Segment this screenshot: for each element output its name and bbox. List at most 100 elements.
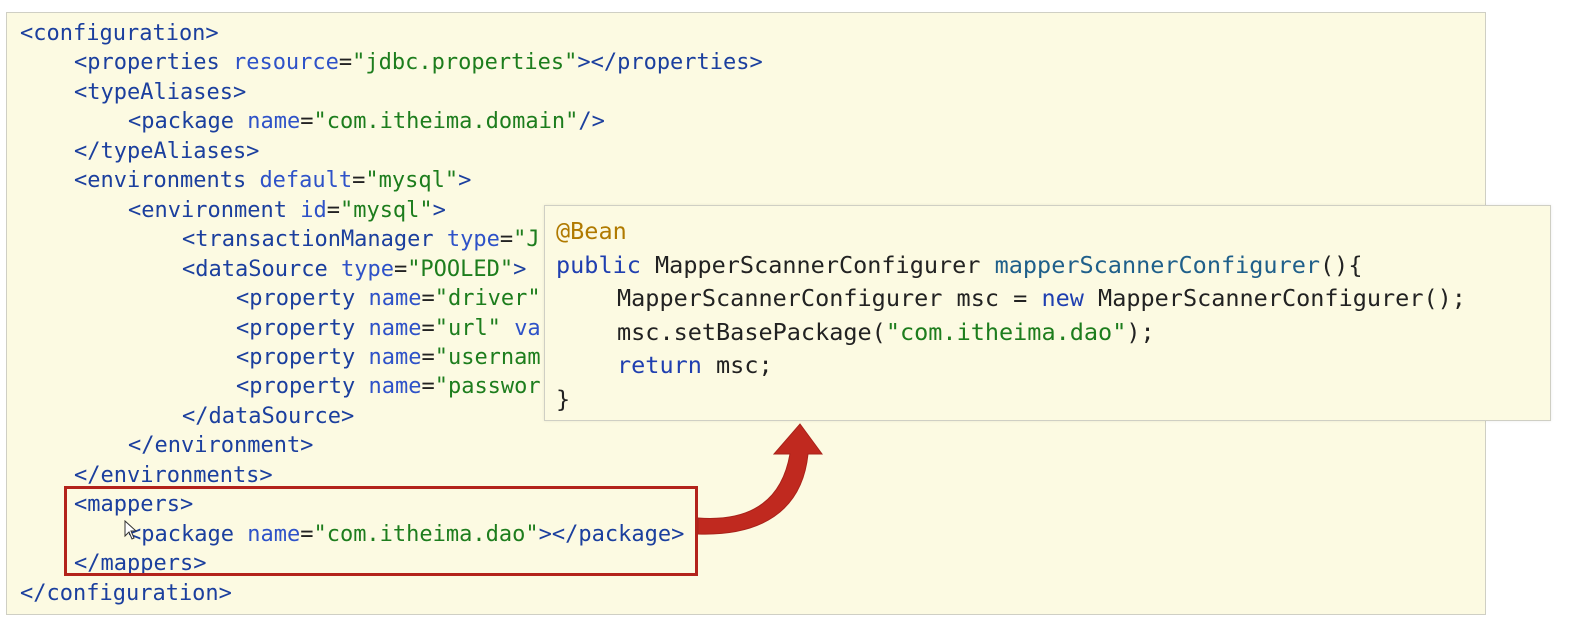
xml-token [234,522,247,547]
xml-token [355,374,368,399]
xml-token: = [300,109,314,135]
xml-token: name [247,109,301,135]
xml-line: <package name="com.itheima.dao"></packag… [128,520,684,550]
xml-line: <mappers> [74,490,193,520]
xml-token: name [368,286,422,312]
java-token: } [556,384,571,413]
xml-line: <configuration> [20,19,219,49]
java-token: @Bean [556,217,627,245]
xml-token [234,109,247,134]
java-line: msc.setBasePackage("com.itheima.dao"); [617,317,1155,347]
xml-token: <package [128,109,234,135]
xml-token: <mappers> [74,492,194,518]
xml-token [355,286,368,311]
xml-token: "usernam [434,344,541,370]
xml-token: </mappers> [74,551,207,577]
xml-line: <property name="driver" [236,284,541,314]
xml-line: <dataSource type="POOLED"> [182,255,526,285]
xml-token: id [300,197,327,223]
java-token: mapperScannerConfigurer [994,250,1321,279]
xml-token: "mysql" [339,197,433,223]
xml-token: > [432,197,446,223]
xml-token: = [300,521,314,547]
java-line: MapperScannerConfigurer msc = new Mapper… [617,283,1466,313]
xml-token: <property [236,344,356,370]
xml-line: <environments default="mysql"> [74,166,471,196]
xml-line: </environment> [128,431,313,461]
xml-token: </environment> [128,433,314,459]
xml-token: </configuration> [20,580,232,606]
xml-token: name [247,521,301,547]
xml-token: <typeAliases> [74,79,247,105]
xml-line: </configuration> [20,579,232,609]
xml-token [328,257,341,282]
xml-token: "driver" [434,286,541,312]
xml-line: <property name="usernam [236,343,541,373]
xml-line: <property name="url" va [236,314,541,344]
xml-token: <dataSource [182,256,328,282]
curved-arrow-icon [697,423,823,535]
xml-line: <transactionManager type="J [182,225,540,255]
java-token: (){ [1320,250,1363,279]
xml-token: = [499,227,514,253]
xml-token: <environment [128,197,287,223]
xml-token: = [421,315,435,341]
xml-token: <properties [74,50,220,76]
xml-line: <property name="passwor [236,372,541,402]
xml-token: > [513,256,527,282]
xml-token: <environments [74,168,247,194]
java-token: public [556,250,641,279]
xml-line: </mappers> [74,549,206,579]
xml-token: = [338,50,353,76]
xml-token: </dataSource> [182,403,355,429]
xml-token: "passwor [434,374,541,400]
xml-token: "POOLED" [407,256,514,282]
java-line: public MapperScannerConfigurer mapperSca… [556,250,1362,280]
xml-token: = [393,256,408,282]
java-line: } [556,384,570,414]
xml-token: <configuration> [20,21,219,46]
xml-token: <package [128,521,234,547]
xml-token: <property [236,286,356,312]
java-token: msc.setBasePackage( [617,317,886,346]
java-token: new [1041,284,1084,312]
xml-line: <properties resource="jdbc.properties"><… [74,48,763,78]
xml-token: = [421,374,435,400]
java-token: msc; [701,351,773,379]
xml-token: "com.itheima.domain" [313,109,579,135]
xml-token: name [368,374,422,400]
xml-token: type [446,227,500,253]
xml-token: ></package> [538,521,685,547]
xml-token: va [514,315,541,341]
java-token: ); [1126,317,1155,346]
xml-token: > [458,168,472,194]
mouse-pointer-icon [124,520,138,540]
xml-token: "com.itheima.dao" [313,521,539,547]
java-token: return [617,351,702,379]
xml-token [287,198,300,223]
xml-token: = [421,286,435,312]
xml-token: <transactionManager [182,227,434,253]
xml-token: "jdbc.properties" [352,50,578,76]
xml-token: "mysql" [365,168,459,194]
xml-token [220,50,233,75]
xml-token: = [352,168,366,194]
xml-line: </environments> [74,461,273,491]
xml-token: <property [236,374,356,400]
xml-token: type [340,256,394,282]
xml-token: name [368,344,422,370]
xml-line: <typeAliases> [74,78,246,108]
java-token: MapperScannerConfigurer msc = [617,284,1042,312]
xml-token: name [368,315,422,341]
xml-token: = [326,197,340,223]
xml-token [246,168,259,193]
java-token: MapperScannerConfigurer [640,250,995,279]
xml-token: ></properties> [577,50,763,76]
xml-line: </dataSource> [182,402,354,432]
xml-token [501,316,514,341]
java-line: @Bean [556,216,627,246]
xml-token: </typeAliases> [74,138,260,164]
xml-token: = [421,344,435,370]
xml-line: </typeAliases> [74,137,259,167]
java-bean-popup: @Bean public MapperScannerConfigurer mapp… [544,205,1551,421]
